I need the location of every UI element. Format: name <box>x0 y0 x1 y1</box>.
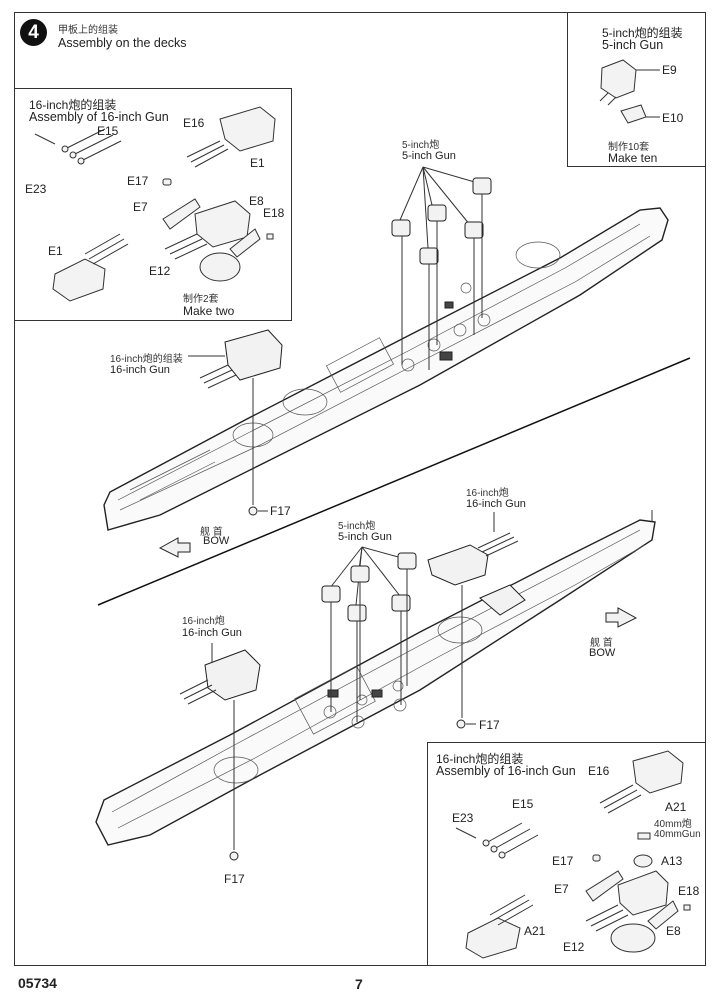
ship-top-16inch-gun <box>188 329 283 516</box>
inset-5inch-title-cn: 5-inch炮的组装 <box>602 26 683 40</box>
ship-top-bow-en: BOW <box>203 535 230 547</box>
bow-arrow-bottom <box>605 607 638 628</box>
ship-bottom-bow-en: BOW <box>589 647 616 659</box>
ship-bottom-16inch-right-label-en: 16-inch Gun <box>466 498 526 510</box>
quantity-cn: 制作2套 <box>183 294 219 305</box>
ship-top-5inch-label-cn: 5-inch炮 <box>402 140 440 151</box>
inset-5inch-drawing <box>599 59 660 124</box>
part-label-e1-bottom: E1 <box>48 244 63 258</box>
ship-top-bow-cn: 舰 首 <box>200 527 223 538</box>
inset-5inch-gun: 5-inch炮的组装 5-inch Gun E9 E10 制作10套 Make … <box>567 12 706 167</box>
part-label-e8: E8 <box>666 924 681 938</box>
ship-bottom-16inch-gun-right <box>427 512 519 729</box>
ship-bottom-16inch-left-label-en: 16-inch Gun <box>182 627 242 639</box>
inset-bottom-title-cn: 16-inch炮的组装 <box>436 752 524 766</box>
part-label-e17: E17 <box>552 854 574 868</box>
inset-top-title-cn: 16-inch炮的组装 <box>29 98 117 112</box>
ship-top-part-f17: F17 <box>270 504 291 518</box>
product-code: 05734 <box>18 975 57 991</box>
part-label-e10: E10 <box>662 111 684 125</box>
inset-16inch-assembly-bottom: 16-inch炮的组装 Assembly of 16-inch Gun E16 … <box>427 742 706 966</box>
page-number: 7 <box>355 976 363 992</box>
inset-16inch-assembly-top: 16-inch炮的组装 Assembly of 16-inch Gun E15 … <box>14 88 292 321</box>
bow-arrow-top <box>158 537 191 558</box>
part-label-e7: E7 <box>133 200 148 214</box>
ship-bottom-5inch-guns <box>321 546 417 722</box>
inset-16inch-bottom-drawing <box>455 750 691 959</box>
part-label-a21-bottom: A21 <box>524 924 546 938</box>
inset-5inch-quantity-cn: 制作10套 <box>608 142 650 153</box>
part-label-e7: E7 <box>554 882 569 896</box>
part-label-e1-top: E1 <box>250 156 265 170</box>
divider-line <box>97 357 691 606</box>
part-label-e15: E15 <box>97 124 119 138</box>
part-label-e12: E12 <box>563 940 585 954</box>
ship-top-16inch-label-en: 16-inch Gun <box>110 364 170 376</box>
part-label-e16: E16 <box>183 116 205 130</box>
step-number-badge: 4 <box>20 19 47 46</box>
ship-bottom-part-f17-bottom: F17 <box>224 872 245 886</box>
ship-bottom-5inch-label-cn: 5-inch炮 <box>338 521 376 532</box>
ship-top-16inch-label-cn: 16-inch炮的组装 <box>110 354 183 365</box>
part-label-e17: E17 <box>127 174 149 188</box>
ship-top-5inch-label-en: 5-inch Gun <box>402 150 456 162</box>
part-label-e23: E23 <box>452 811 474 825</box>
part-label-e15: E15 <box>512 797 534 811</box>
page-frame <box>14 12 706 966</box>
ship-bottom-part-f17-right: F17 <box>479 718 500 732</box>
part-label-e9: E9 <box>662 63 677 77</box>
part-label-e23: E23 <box>25 182 47 196</box>
part-label-a21-top: A21 <box>665 800 687 814</box>
inset-bottom-title-en: Assembly of 16-inch Gun <box>436 764 576 778</box>
inset-16inch-top-drawing <box>34 106 276 302</box>
ship-bottom-16inch-right-label-cn: 16-inch炮 <box>466 488 509 499</box>
part-label-e18: E18 <box>678 884 700 898</box>
ship-bottom-16inch-gun-left <box>179 643 261 861</box>
ship-top-5inch-guns <box>391 166 492 370</box>
part-label-e8: E8 <box>249 194 264 208</box>
part-label-e16: E16 <box>588 764 610 778</box>
part-label-e12: E12 <box>149 264 171 278</box>
part-label-a13: A13 <box>661 854 683 868</box>
ship-bottom-16inch-left-label-cn: 16-inch炮 <box>182 616 225 627</box>
inset-5inch-title-en: 5-inch Gun <box>602 38 664 52</box>
part-label-e18: E18 <box>263 206 285 220</box>
gun40-label-cn: 40mm炮 <box>654 819 692 830</box>
ship-bottom-bow-cn: 舰 首 <box>590 638 613 649</box>
quantity-en: Make two <box>183 304 235 318</box>
inset-top-title-en: Assembly of 16-inch Gun <box>29 110 169 124</box>
step-title-cn: 甲板上的组装 <box>58 25 118 36</box>
inset-5inch-quantity-en: Make ten <box>608 151 658 165</box>
ship-bottom-5inch-label-en: 5-inch Gun <box>338 531 392 543</box>
step-title-en: Assembly on the decks <box>58 36 187 50</box>
ship-bottom <box>95 510 656 846</box>
gun40-label-en: 40mmGun <box>654 829 701 840</box>
